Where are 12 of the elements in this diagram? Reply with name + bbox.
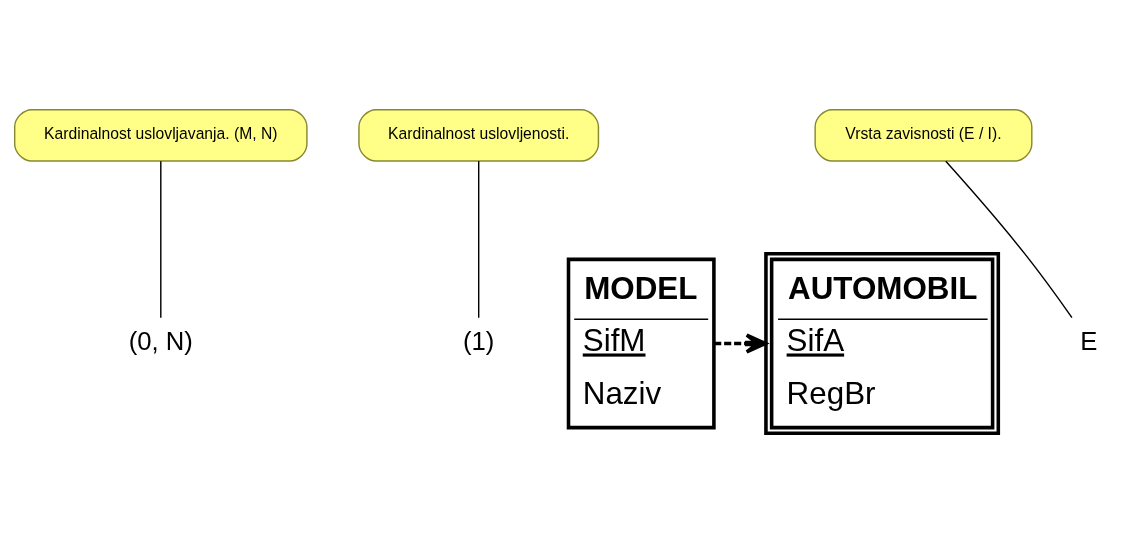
node-box: Vrsta zavisnosti (E / I).	[814, 109, 1033, 162]
connector	[945, 160, 1073, 319]
node-box: AUTOMOBIL SifA RegBr	[764, 251, 1001, 436]
arrow	[714, 333, 768, 354]
node-text: E	[1080, 326, 1098, 355]
connector	[160, 160, 162, 319]
node-text: (1)	[463, 326, 495, 355]
node-text: (0, N)	[128, 326, 193, 355]
connector	[478, 160, 480, 319]
node-box: Kardinalnost uslovljavanja. (M, N)	[13, 109, 308, 162]
node-box: Kardinalnost uslovljenosti.	[358, 109, 600, 162]
node-box: MODEL SifM Naziv	[566, 257, 716, 430]
